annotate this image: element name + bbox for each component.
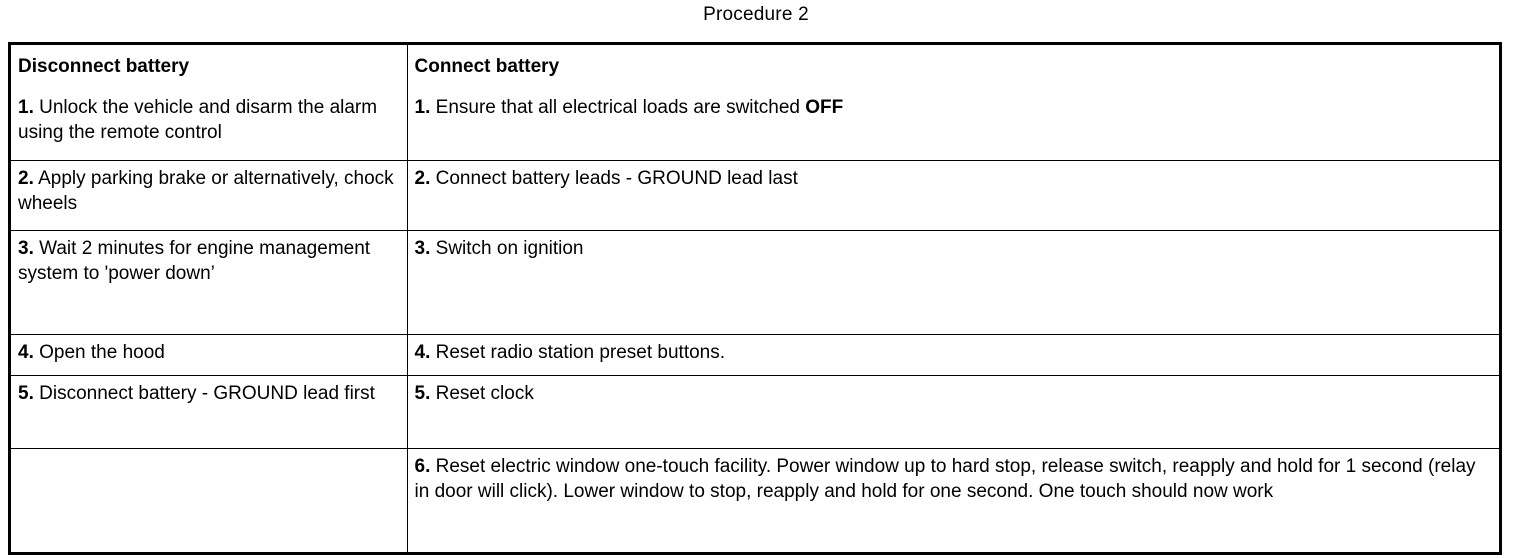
disconnect-step-1: 1. Unlock the vehicle and disarm the ala… xyxy=(11,90,408,161)
step-text: Wait 2 minutes for engine management sys… xyxy=(18,237,371,284)
step-number: 1. xyxy=(414,97,431,118)
connect-step-1: 1. Ensure that all electrical loads are … xyxy=(406,90,1499,161)
table-row: 5. Disconnect battery - GROUND lead firs… xyxy=(11,374,1499,449)
step-number: 3. xyxy=(414,237,431,259)
step-number: 1. xyxy=(18,97,34,118)
step-number: 6. xyxy=(414,455,431,477)
page-title: Procedure 2 xyxy=(703,4,809,25)
step-text: Reset clock xyxy=(435,382,534,404)
step-text: Open the hood xyxy=(39,341,165,363)
step-text: Disconnect battery - GROUND lead first xyxy=(39,382,375,404)
procedure-table-container: Disconnect battery Connect battery 1. Un… xyxy=(8,42,1502,555)
step-text: Connect battery leads - GROUND lead last xyxy=(435,167,798,189)
disconnect-step-2: 2. Apply parking brake or alternatively,… xyxy=(11,159,408,231)
connect-step-3: 3. Switch on ignition xyxy=(406,229,1499,335)
connect-step-4: 4. Reset radio station preset buttons. xyxy=(406,333,1499,376)
disconnect-step-3: 3. Wait 2 minutes for engine management … xyxy=(11,229,408,335)
table-row: 2. Apply parking brake or alternatively,… xyxy=(11,159,1499,231)
column-header-disconnect-battery: Disconnect battery xyxy=(11,45,408,90)
column-header-connect-battery: Connect battery xyxy=(406,45,1499,90)
table-row: 6. Reset electric window one-touch facil… xyxy=(11,447,1499,552)
connect-step-2: 2. Connect battery leads - GROUND lead l… xyxy=(406,159,1499,231)
step-number: 5. xyxy=(18,382,34,404)
step-number: 2. xyxy=(414,167,431,189)
table-header-row: Disconnect battery Connect battery xyxy=(11,45,1499,90)
disconnect-step-empty xyxy=(11,447,408,552)
step-text: Reset electric window one-touch facility… xyxy=(414,455,1476,502)
step-text: Apply parking brake or alternatively, ch… xyxy=(18,167,394,214)
disconnect-step-4: 4. Open the hood xyxy=(11,333,408,376)
procedure-table: Disconnect battery Connect battery 1. Un… xyxy=(11,45,1499,552)
step-number: 4. xyxy=(18,341,34,363)
step-number: 5. xyxy=(414,382,431,404)
table-row: 3. Wait 2 minutes for engine management … xyxy=(11,229,1499,335)
disconnect-step-5: 5. Disconnect battery - GROUND lead firs… xyxy=(11,374,408,449)
step-text-emphasis: OFF xyxy=(805,97,844,118)
table-row: 4. Open the hood 4. Reset radio station … xyxy=(11,333,1499,376)
step-number: 3. xyxy=(18,237,34,259)
connect-step-5: 5. Reset clock xyxy=(406,374,1499,449)
step-number: 4. xyxy=(414,341,431,363)
step-text: Reset radio station preset buttons. xyxy=(435,341,726,363)
step-text: Ensure that all electrical loads are swi… xyxy=(435,97,800,118)
step-text: Switch on ignition xyxy=(435,237,584,259)
step-text: Unlock the vehicle and disarm the alarm … xyxy=(18,97,378,143)
table-row: 1. Unlock the vehicle and disarm the ala… xyxy=(11,90,1499,161)
connect-step-6: 6. Reset electric window one-touch facil… xyxy=(406,447,1499,552)
step-number: 2. xyxy=(18,167,34,189)
